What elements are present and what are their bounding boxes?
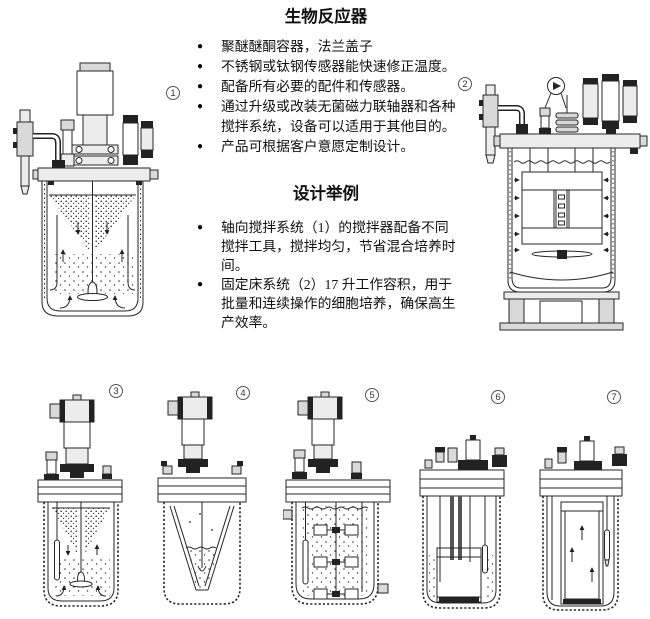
- feature-list: ● 聚醚醚酮容器，法兰盖子 ● 不锈钢或钛钢传感器能快速修正温度。 ● 配备所有必要的…: [195, 37, 457, 157]
- flow-meters: [122, 115, 154, 165]
- lid-flange: [285, 479, 391, 503]
- figure-label-3: 3: [109, 384, 123, 398]
- flow-meters: [582, 74, 638, 135]
- vessel: [507, 148, 616, 293]
- feature-text: 不锈钢或钛钢传感器能快速修正温度。: [221, 59, 456, 74]
- lid-port-left: [60, 119, 75, 167]
- figure-label-5: 5: [365, 388, 379, 402]
- figure-label-6: 6: [491, 390, 505, 404]
- figure-5-paddle-stirred-bioreactor: [283, 391, 391, 605]
- bullet-icon: ●: [197, 61, 204, 72]
- packed-basket: [436, 547, 482, 603]
- list-item: ● 通过升级或改装无菌磁力联轴器和各种搅拌系统，设备可以适用于其他目的。: [197, 97, 457, 137]
- figure-7-packed-column-bioreactor: [539, 436, 627, 611]
- bullet-icon: ●: [197, 222, 204, 233]
- lid-flange: [539, 469, 623, 497]
- bullet-icon: ●: [197, 101, 204, 112]
- lid-sensors: [539, 95, 579, 134]
- motor-assembly: [71, 62, 119, 166]
- bullet-icon: ●: [197, 81, 204, 92]
- list-item: ● 配备所有必要的配件和传感器。: [197, 77, 457, 97]
- feature-text: 产品可根据客户意愿定制设计。: [221, 139, 415, 154]
- feature-text: 通过升级或改装无菌磁力联轴器和各种搅拌系统，设备可以适用于其他目的。: [221, 99, 456, 134]
- figure-1-axial-stirred-bioreactor: [13, 62, 159, 317]
- list-item: ● 不锈钢或钛钢传感器能快速修正温度。: [197, 57, 457, 77]
- section-title-design-examples: 设计举例: [293, 185, 359, 203]
- motor-assembly: [49, 394, 95, 478]
- bullet-icon: ●: [197, 141, 204, 152]
- motor-assembly: [167, 391, 213, 473]
- packed-column: [560, 501, 604, 605]
- figure-label-7: 7: [607, 390, 621, 404]
- support-stand: [499, 291, 624, 331]
- vessel: [41, 181, 144, 317]
- bullet-icon: ●: [197, 41, 204, 52]
- lid-flange: [493, 133, 648, 154]
- vessel: [542, 496, 619, 611]
- lid-ports: [544, 436, 627, 470]
- motor-assembly: [297, 391, 343, 473]
- figure-label-1: 1: [166, 86, 180, 100]
- paddles: [313, 524, 359, 600]
- bullet-icon: ●: [197, 279, 204, 290]
- vessel: [43, 502, 119, 607]
- figure-4-conical-bioreactor: [157, 391, 247, 605]
- lid-ports: [292, 449, 362, 479]
- list-item: ● 聚醚醚酮容器，法兰盖子: [197, 37, 457, 57]
- packed-bed: [509, 171, 614, 281]
- feature-text: 聚醚醚酮容器，法兰盖子: [221, 39, 373, 54]
- list-item: ● 固定床系统（2）17 升工作容积，用于批量和连续操作的细胞培养，确保高生产效率…: [197, 275, 457, 332]
- feature-text: 配备所有必要的配件和传感器。: [221, 79, 415, 94]
- pump-icon: [544, 77, 567, 109]
- probe-assembly: [479, 84, 528, 164]
- figure-6-basket-bed-bioreactor: [419, 435, 507, 609]
- figure-label-2: 2: [458, 77, 472, 91]
- vessel: [422, 496, 501, 609]
- probe-assembly: [13, 109, 65, 195]
- description-column: 生物反应器 ● 聚醚醚酮容器，法兰盖子 ● 不锈钢或钛钢传感器能快速修正温度。 ● 配…: [195, 0, 457, 332]
- lid-flange: [32, 167, 159, 185]
- lid-ports: [44, 451, 112, 480]
- vessel: [163, 502, 241, 605]
- lid-flange: [157, 477, 247, 503]
- lid-flange: [419, 469, 505, 497]
- section-title-bioreactor: 生物反应器: [284, 8, 368, 26]
- figure-2-fixed-bed-bioreactor: [479, 74, 648, 331]
- lid-ports: [424, 435, 507, 470]
- figure-label-4: 4: [236, 386, 250, 400]
- vessel: [283, 502, 389, 605]
- list-item: ● 轴向搅拌系统（1）的搅拌器配备不同搅拌工具，搅拌均匀，节省混合培养时间。: [197, 218, 457, 275]
- figure-3-stirred-bioreactor: [37, 394, 123, 607]
- lid-ports: [161, 461, 243, 475]
- lid-flange: [37, 479, 123, 503]
- design-example-list: ● 轴向搅拌系统（1）的搅拌器配备不同搅拌工具，搅拌均匀，节省混合培养时间。 ● 固…: [195, 218, 457, 332]
- list-item: ● 产品可根据客户意愿定制设计。: [197, 137, 457, 157]
- example-text: 轴向搅拌系统（1）的搅拌器配备不同搅拌工具，搅拌均匀，节省混合培养时间。: [221, 220, 456, 273]
- example-text: 固定床系统（2）17 升工作容积，用于批量和连续操作的细胞培养，确保高生产效率。: [221, 277, 456, 330]
